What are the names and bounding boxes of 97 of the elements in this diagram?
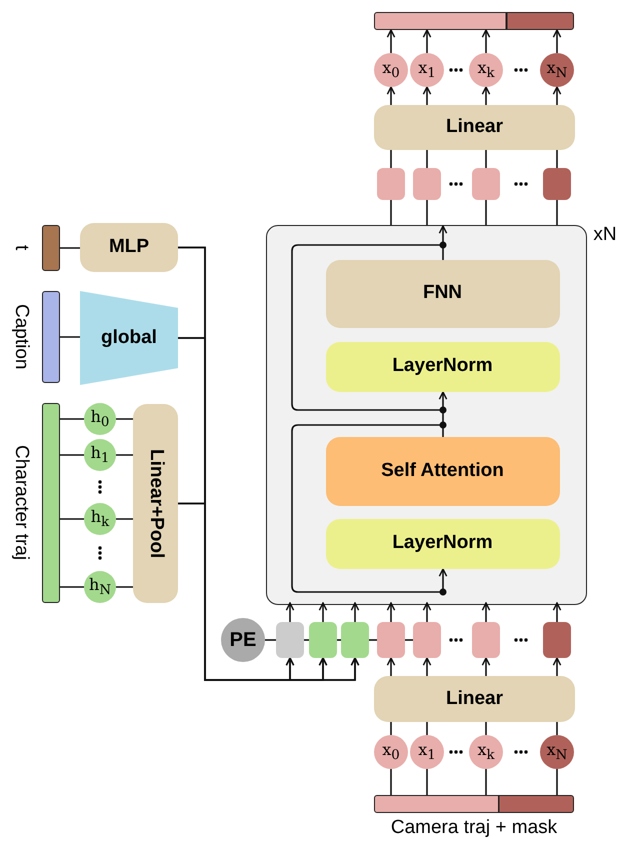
connector-line [60, 586, 84, 588]
arrow [438, 391, 448, 437]
token-circle: x$_{N}$ [540, 735, 574, 769]
arrow [422, 86, 432, 105]
arrow [386, 86, 396, 105]
input-bar [42, 291, 60, 383]
arrow [552, 29, 562, 53]
connector-line [390, 722, 392, 735]
arrow [552, 602, 562, 622]
token-circle: x$_{0}$ [374, 53, 408, 87]
connector-line [556, 200, 558, 225]
token-circle: h$_{k}$ [84, 503, 116, 535]
connector-line [485, 150, 487, 168]
connector-line [116, 518, 133, 520]
connector-line [390, 200, 392, 225]
input-label: t [10, 245, 32, 251]
encoding-circle: PE [221, 618, 265, 662]
connector-line [60, 454, 84, 456]
arrow [318, 602, 328, 622]
connector-line [485, 722, 487, 735]
connector-line [556, 722, 558, 735]
token-box [309, 622, 337, 658]
token-box [377, 622, 405, 658]
arrow [386, 657, 396, 676]
connector-line [556, 769, 558, 795]
input-bar [42, 225, 60, 271]
token-box [413, 622, 441, 658]
arrow [482, 602, 490, 622]
arrow [178, 502, 360, 681]
connector-line [485, 769, 487, 795]
token-circle: x$_{1}$ [410, 53, 444, 87]
token-box [543, 168, 571, 200]
attention-layer: Self Attention [326, 436, 560, 506]
connector-line [60, 518, 84, 520]
mlp-layer: MLP [80, 223, 178, 272]
connector-line [426, 200, 428, 225]
token-box [377, 168, 405, 200]
linear-layer: Linear [374, 105, 575, 150]
arrow [482, 657, 490, 676]
linear-pool-layer: Linear+Pool [133, 404, 178, 603]
arrow [286, 602, 294, 622]
linear-layer: Linear [374, 676, 575, 722]
arrow [386, 602, 396, 622]
arrow [422, 29, 432, 53]
input-bar [374, 795, 574, 813]
connector-line [304, 639, 309, 641]
token-circle: x$_{1}$ [410, 735, 444, 769]
repeat-label: xN [593, 224, 617, 246]
layernorm-layer: LayerNorm [326, 342, 560, 392]
arrow [552, 86, 562, 105]
connector-line [556, 150, 558, 168]
arrow [482, 86, 490, 105]
token-circle: h$_{N}$ [84, 571, 116, 603]
token-box [341, 622, 369, 658]
token-box [472, 168, 500, 200]
connector-line [426, 769, 428, 795]
input-label: Caption [10, 304, 32, 370]
connector-line [60, 336, 80, 338]
connector-line [390, 769, 392, 795]
arrow [438, 225, 448, 260]
token-circle: x$_{0}$ [374, 735, 408, 769]
arrow [552, 657, 562, 676]
arrow [482, 29, 490, 53]
token-circle: h$_{0}$ [84, 403, 116, 435]
token-circle: h$_{1}$ [84, 439, 116, 471]
token-box [472, 622, 500, 658]
token-box [413, 168, 441, 200]
input-bar [42, 403, 60, 603]
connector-line [265, 639, 276, 641]
connector-line [426, 722, 428, 735]
connector-line [405, 639, 413, 641]
fnn-layer: FNN [326, 260, 560, 328]
connector-line [60, 418, 84, 420]
token-box [543, 622, 571, 658]
input-label: Camera traj + mask [390, 817, 558, 839]
layernorm-layer: LayerNorm [326, 518, 560, 568]
output-bar [374, 12, 574, 30]
connector-line [116, 418, 133, 420]
connector-line [60, 247, 80, 249]
connector-line [116, 454, 133, 456]
transformer-block [266, 225, 587, 605]
connector-line [369, 639, 377, 641]
arrow [422, 602, 432, 622]
arrow [422, 657, 432, 676]
arrow [386, 29, 396, 53]
connector-line [116, 586, 133, 588]
arrow [350, 602, 360, 622]
connector-line [485, 200, 487, 225]
token-circle: x$_{k}$ [469, 735, 503, 769]
token-circle: x$_{k}$ [469, 53, 503, 87]
connector-line [426, 150, 428, 168]
connector-line [337, 639, 341, 641]
token-circle: x$_{N}$ [540, 53, 574, 87]
token-box [276, 622, 304, 658]
encoder-trapezoid: global [80, 291, 178, 385]
connector-line [390, 150, 392, 168]
input-label: Character traj [10, 445, 32, 561]
